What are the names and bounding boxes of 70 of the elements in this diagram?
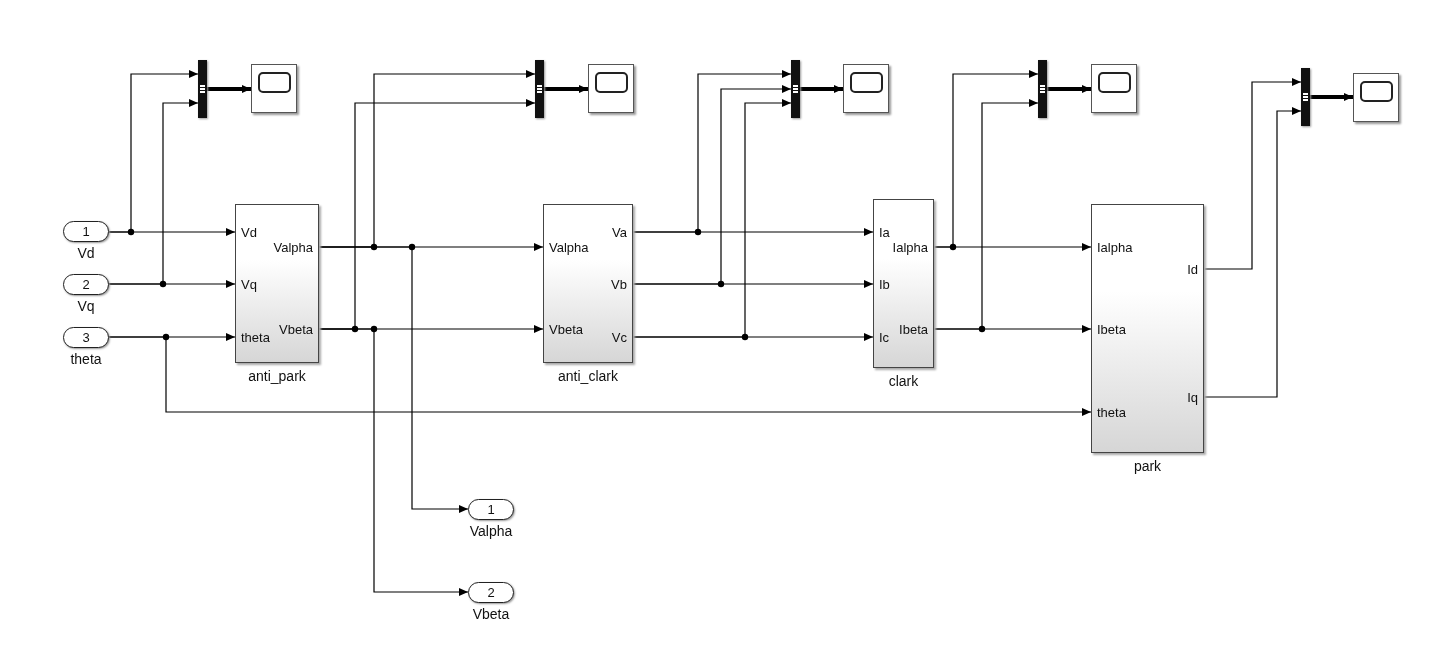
scope-block [588, 64, 634, 113]
scope-block [251, 64, 297, 113]
port-label: Valpha [549, 239, 589, 255]
port-label: Ib [879, 276, 890, 292]
bus-line [1310, 93, 1353, 101]
scope-block [843, 64, 889, 113]
port-label: Vd [241, 224, 257, 240]
bus-line [207, 85, 251, 93]
port-number: 1 [81, 224, 91, 239]
subsystem-block [873, 199, 934, 368]
port-label: Ibeta [899, 321, 928, 337]
mux-bar [791, 60, 800, 118]
signal-line [1203, 107, 1302, 398]
inport-block [63, 221, 109, 242]
signal-line [933, 99, 1039, 330]
inport-block [63, 327, 109, 348]
signal-line [108, 336, 1092, 416]
port-label: Iq [1187, 389, 1198, 405]
signal-line [632, 85, 792, 285]
port-label: Valpha [273, 239, 313, 255]
subsystem-block [543, 204, 633, 363]
port-label: Vbeta [549, 321, 583, 337]
signal-name: Vq [77, 298, 95, 314]
block-name: anti_park [248, 368, 306, 384]
block-name: anti_clark [558, 368, 618, 384]
port-number: 2 [81, 277, 91, 292]
port-label: Va [612, 224, 627, 240]
block-name: clark [888, 373, 919, 389]
signal-name: Vbeta [472, 606, 510, 622]
bus-line [544, 85, 588, 93]
block-name: park [1133, 458, 1162, 474]
outport-block [468, 582, 514, 603]
port-number: 1 [486, 502, 496, 517]
port-label: Ia [879, 224, 890, 240]
signal-name: theta [70, 351, 102, 367]
signal-name: Valpha [469, 523, 513, 539]
signal-line [632, 99, 792, 338]
signal-line [632, 70, 792, 233]
mux-bar [198, 60, 207, 118]
port-label: Ialpha [892, 239, 928, 255]
port-label: Id [1187, 261, 1198, 277]
port-label: theta [1097, 404, 1126, 420]
port-label: Ibeta [1097, 321, 1126, 337]
signal-line [318, 246, 469, 513]
signal-line [318, 328, 469, 596]
subsystem-block [235, 204, 319, 363]
signal-line [1203, 78, 1302, 270]
bus-line [800, 85, 843, 93]
inport-block [63, 274, 109, 295]
scope-block [1091, 64, 1137, 113]
mux-bar [535, 60, 544, 118]
mux-bar [1301, 68, 1310, 126]
signal-line [108, 70, 199, 233]
subsystem-block [1091, 204, 1204, 453]
signal-line [108, 99, 199, 285]
port-label: Vc [611, 329, 627, 345]
port-number: 2 [486, 585, 496, 600]
bus-line [1047, 85, 1091, 93]
port-label: Ic [879, 329, 890, 345]
outport-block [468, 499, 514, 520]
port-label: Vbeta [279, 321, 313, 337]
mux-bar [1038, 60, 1047, 118]
scope-block [1353, 73, 1399, 122]
port-label: Vq [241, 276, 257, 292]
signal-name: Vd [77, 245, 95, 261]
port-number: 3 [81, 330, 91, 345]
signal-line [933, 70, 1039, 248]
port-label: theta [241, 329, 270, 345]
port-label: Ialpha [1097, 239, 1133, 255]
port-label: Vb [611, 276, 627, 292]
